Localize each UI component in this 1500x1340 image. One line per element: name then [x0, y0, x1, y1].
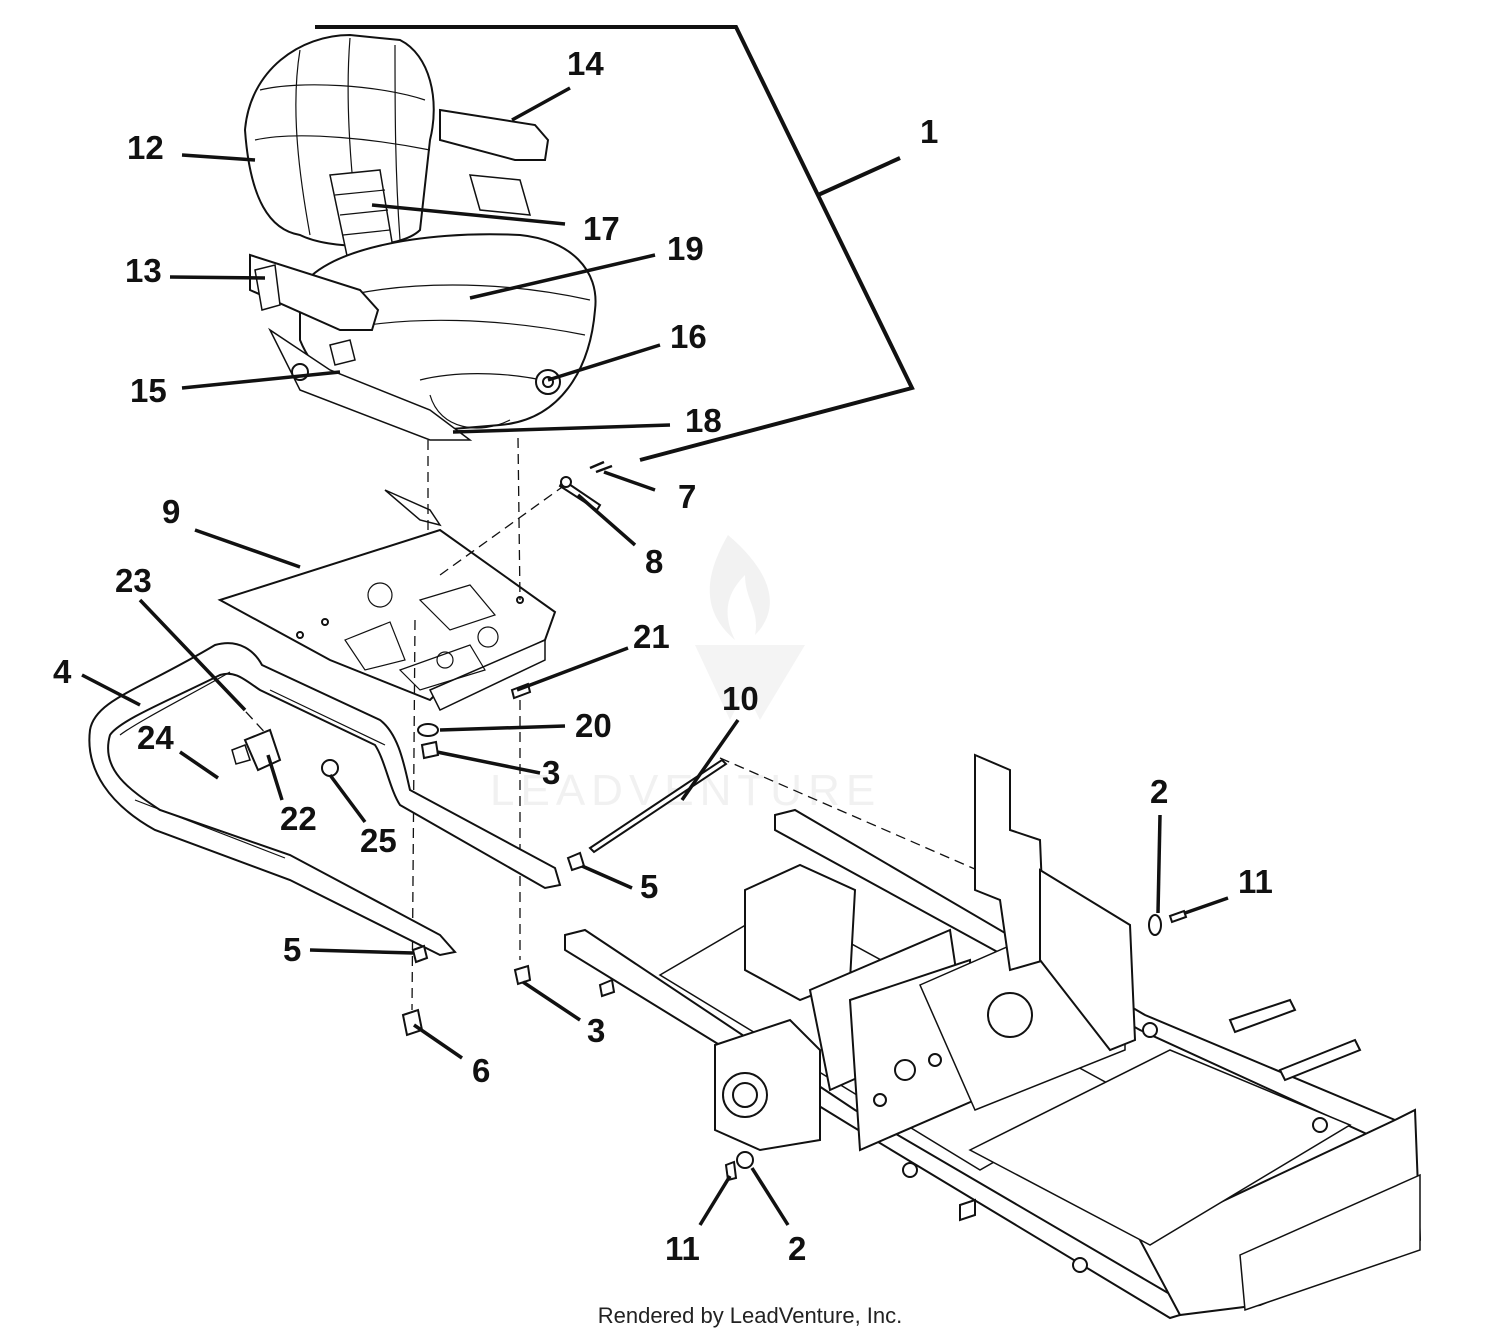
callout-5-right: 5 [640, 868, 658, 905]
guide-lines [234, 437, 1001, 1011]
chassis-frame [564, 753, 1422, 1320]
left-armrest [249, 253, 380, 331]
callout-1: 1 [920, 113, 938, 150]
footer-credit: Rendered by LeadVenture, Inc. [597, 1303, 903, 1328]
callout-3-lower: 3 [587, 1012, 605, 1049]
callout-5-left: 5 [283, 931, 301, 968]
callout-7: 7 [678, 478, 696, 515]
leader-lines [81, 86, 1229, 1226]
callout-18: 18 [685, 402, 722, 439]
callout-10: 10 [722, 680, 759, 717]
callout-3-upper: 3 [542, 754, 560, 791]
right-armrest [439, 108, 550, 161]
callout-20: 20 [575, 707, 612, 744]
callout-11-upper: 11 [1238, 863, 1273, 900]
callout-12: 12 [127, 129, 164, 166]
callout-25: 25 [360, 822, 397, 859]
assembly-bracket [315, 25, 915, 462]
callout-24: 24 [137, 719, 174, 756]
callout-9: 9 [162, 493, 180, 530]
callouts: 1 12 14 17 19 13 16 15 18 7 8 9 23 21 4 … [53, 45, 1273, 1267]
callout-21: 21 [633, 618, 670, 655]
callout-6: 6 [472, 1052, 490, 1089]
callout-13: 13 [125, 252, 162, 289]
seat-assembly [243, 33, 597, 441]
callout-22: 22 [280, 800, 317, 837]
callout-23: 23 [115, 562, 152, 599]
seat-backrest [243, 33, 435, 247]
callout-19: 19 [667, 230, 704, 267]
callout-2-upper: 2 [1150, 773, 1168, 810]
callout-17: 17 [583, 210, 620, 247]
callout-2-lower: 2 [788, 1230, 806, 1267]
callout-16: 16 [670, 318, 707, 355]
callout-14: 14 [567, 45, 604, 82]
callout-8: 8 [645, 543, 663, 580]
callout-15: 15 [130, 372, 167, 409]
callout-11-lower: 11 [665, 1230, 700, 1267]
seat-pan [217, 489, 557, 711]
seat-base [268, 327, 473, 441]
callout-4: 4 [53, 653, 72, 690]
